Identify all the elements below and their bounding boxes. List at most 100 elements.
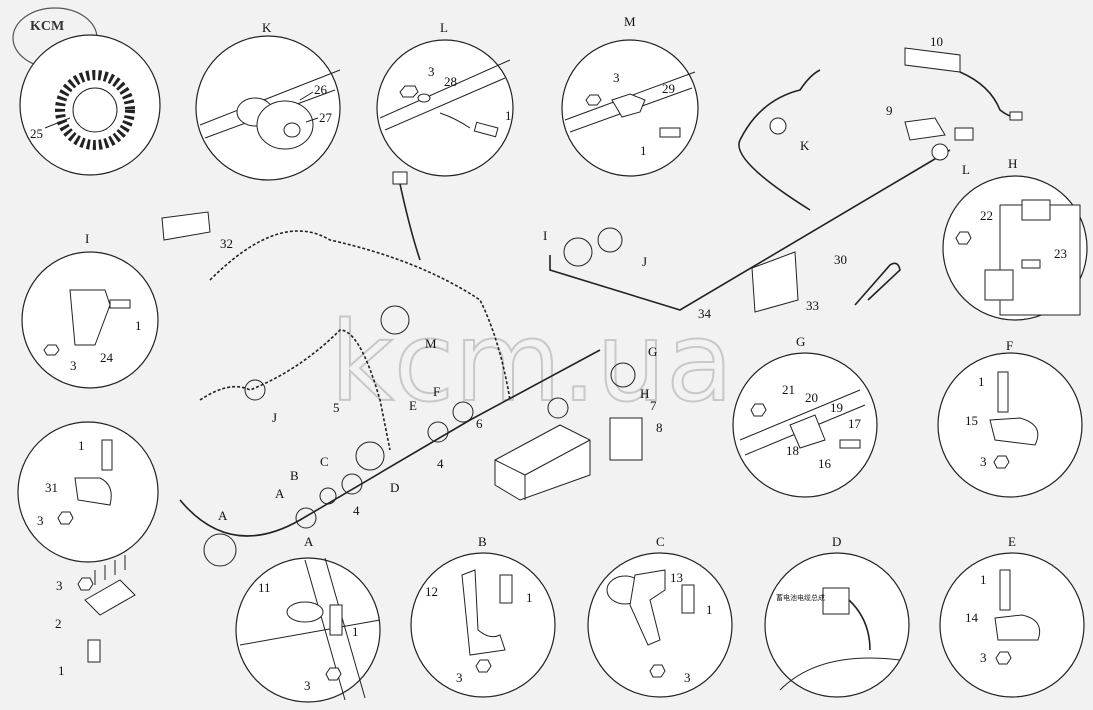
svg-text:25: 25	[30, 126, 43, 141]
svg-text:32: 32	[220, 236, 233, 251]
svg-text:E: E	[409, 398, 417, 413]
svg-text:1: 1	[352, 624, 359, 639]
svg-text:28: 28	[444, 74, 457, 89]
svg-text:G: G	[796, 334, 805, 349]
svg-text:L: L	[962, 162, 970, 177]
svg-text:3: 3	[980, 454, 987, 469]
svg-text:1: 1	[135, 318, 142, 333]
detail-circle-M: M 3 29 1	[561, 14, 699, 177]
svg-text:3: 3	[613, 70, 620, 85]
detail-circle-B: B 12 1 3	[410, 534, 556, 698]
svg-text:14: 14	[965, 610, 979, 625]
detail-circle-K: K 26 27	[195, 20, 341, 181]
svg-text:A: A	[218, 508, 228, 523]
svg-text:H: H	[1008, 156, 1017, 171]
part-32-bracket: 32	[161, 211, 233, 251]
svg-text:J: J	[642, 254, 647, 269]
detail-circle-D: D 蓄电池电缆总成	[764, 534, 910, 698]
svg-text:1: 1	[706, 602, 713, 617]
detail-circle-H: H 22 23	[942, 156, 1088, 321]
part-9-bracket: 9	[886, 103, 974, 141]
svg-text:13: 13	[670, 570, 683, 585]
part-10-bracket-harness: 10	[904, 34, 1023, 121]
part-33-plate: 33	[751, 251, 819, 313]
svg-text:3: 3	[428, 64, 435, 79]
svg-text:1: 1	[78, 438, 85, 453]
svg-text:B: B	[478, 534, 487, 549]
detail-circle-25: 25	[19, 34, 161, 176]
svg-text:29: 29	[662, 81, 675, 96]
svg-text:3: 3	[980, 650, 987, 665]
svg-text:G: G	[648, 344, 657, 359]
main-callouts: K L J I J M G H F E A A B C D 5 6 4 4	[203, 117, 970, 567]
svg-text:30: 30	[834, 252, 847, 267]
svg-text:8: 8	[656, 420, 663, 435]
svg-text:3: 3	[456, 670, 463, 685]
svg-text:F: F	[433, 384, 440, 399]
svg-text:3: 3	[37, 513, 44, 528]
svg-text:31: 31	[45, 480, 58, 495]
svg-text:3: 3	[304, 678, 311, 693]
svg-text:L: L	[440, 20, 448, 35]
svg-text:M: M	[624, 14, 636, 29]
svg-text:M: M	[425, 336, 437, 351]
part-8-relay-box: 8 7	[609, 398, 663, 461]
svg-text:3: 3	[56, 578, 63, 593]
svg-text:1: 1	[505, 108, 512, 123]
svg-text:10: 10	[930, 34, 943, 49]
svg-text:12: 12	[425, 584, 438, 599]
main-harness-assembly: 34	[179, 69, 951, 537]
detail-circle-31: 1 31 3	[17, 421, 159, 563]
svg-text:27: 27	[319, 110, 333, 125]
svg-text:4: 4	[437, 456, 444, 471]
svg-text:19: 19	[830, 400, 843, 415]
svg-text:2: 2	[55, 616, 62, 631]
svg-text:33: 33	[806, 298, 819, 313]
svg-text:C: C	[656, 534, 665, 549]
svg-text:20: 20	[805, 390, 818, 405]
detail-circle-I: I 1 3 24	[21, 231, 159, 389]
svg-text:3: 3	[70, 358, 77, 373]
svg-text:D: D	[832, 534, 841, 549]
svg-text:34: 34	[698, 306, 712, 321]
svg-text:K: K	[262, 20, 272, 35]
svg-text:21: 21	[782, 382, 795, 397]
svg-text:K: K	[800, 138, 810, 153]
svg-text:1: 1	[526, 590, 533, 605]
svg-text:1: 1	[640, 143, 647, 158]
svg-text:1: 1	[980, 572, 987, 587]
svg-text:D: D	[390, 480, 399, 495]
svg-text:18: 18	[786, 443, 799, 458]
svg-text:F: F	[1006, 338, 1013, 353]
detail-circle-F: F 1 15 3	[937, 338, 1083, 498]
svg-text:16: 16	[818, 456, 832, 471]
svg-text:1: 1	[58, 663, 65, 678]
svg-text:22: 22	[980, 208, 993, 223]
svg-text:15: 15	[965, 413, 978, 428]
svg-text:4: 4	[353, 503, 360, 518]
svg-text:11: 11	[258, 580, 271, 595]
part-2-clamp: 3 2 1	[55, 555, 136, 678]
svg-text:17: 17	[848, 416, 862, 431]
part-30-u-bolt: 30	[834, 252, 901, 306]
svg-text:I: I	[543, 228, 547, 243]
svg-text:5: 5	[333, 400, 340, 415]
svg-text:KCM: KCM	[30, 19, 64, 34]
watermark: kcm.ua	[330, 298, 733, 426]
detail-circle-L: L 3 28 1	[376, 20, 514, 177]
battery	[494, 424, 591, 501]
svg-text:I: I	[85, 231, 89, 246]
svg-text:A: A	[275, 486, 285, 501]
svg-text:7: 7	[650, 398, 657, 413]
svg-text:24: 24	[100, 350, 114, 365]
svg-text:23: 23	[1054, 246, 1067, 261]
detail-circle-C: C 13 1 3	[587, 534, 733, 698]
detail-circle-A: A 11 1 3	[235, 534, 381, 703]
detail-circle-G: G 21 20 19 17 18 16	[732, 334, 878, 498]
svg-text:9: 9	[886, 103, 893, 118]
svg-text:B: B	[290, 468, 299, 483]
svg-text:H: H	[640, 386, 649, 401]
detail-circle-E: E 1 14 3	[939, 534, 1085, 698]
svg-text:E: E	[1008, 534, 1016, 549]
svg-text:26: 26	[314, 82, 328, 97]
